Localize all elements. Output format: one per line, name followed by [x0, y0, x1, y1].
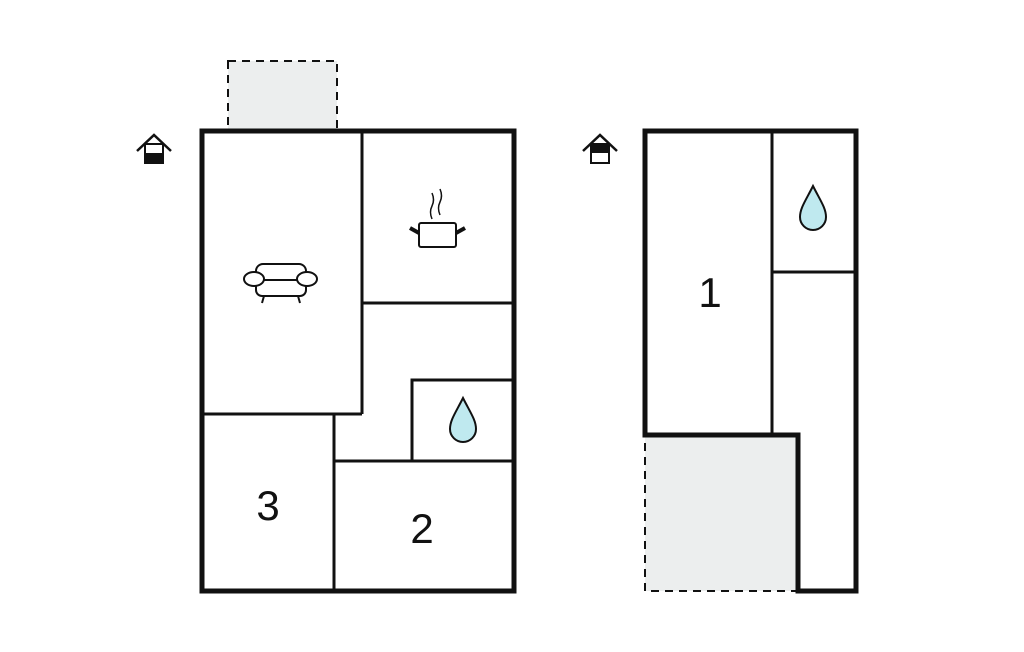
cooking-pot-icon — [409, 188, 466, 248]
interior-walls — [202, 131, 514, 591]
water-drop-icon — [448, 395, 478, 443]
house-upper-floor-icon — [582, 133, 618, 164]
ground-floor: 3 2 — [136, 60, 517, 594]
house-ground-floor-icon — [136, 133, 172, 164]
room-label-2: 2 — [410, 505, 433, 552]
room-label-3: 3 — [256, 482, 279, 529]
upper-floor: 1 — [582, 128, 859, 594]
ground-floor-outline — [199, 128, 517, 594]
upper-floor-outline — [642, 128, 859, 594]
room-label-1: 1 — [698, 269, 721, 316]
open-area — [644, 434, 799, 592]
water-drop-icon — [798, 183, 828, 231]
terrace-area — [227, 60, 338, 132]
sofa-icon — [243, 263, 318, 304]
interior-walls-upper — [770, 131, 856, 435]
